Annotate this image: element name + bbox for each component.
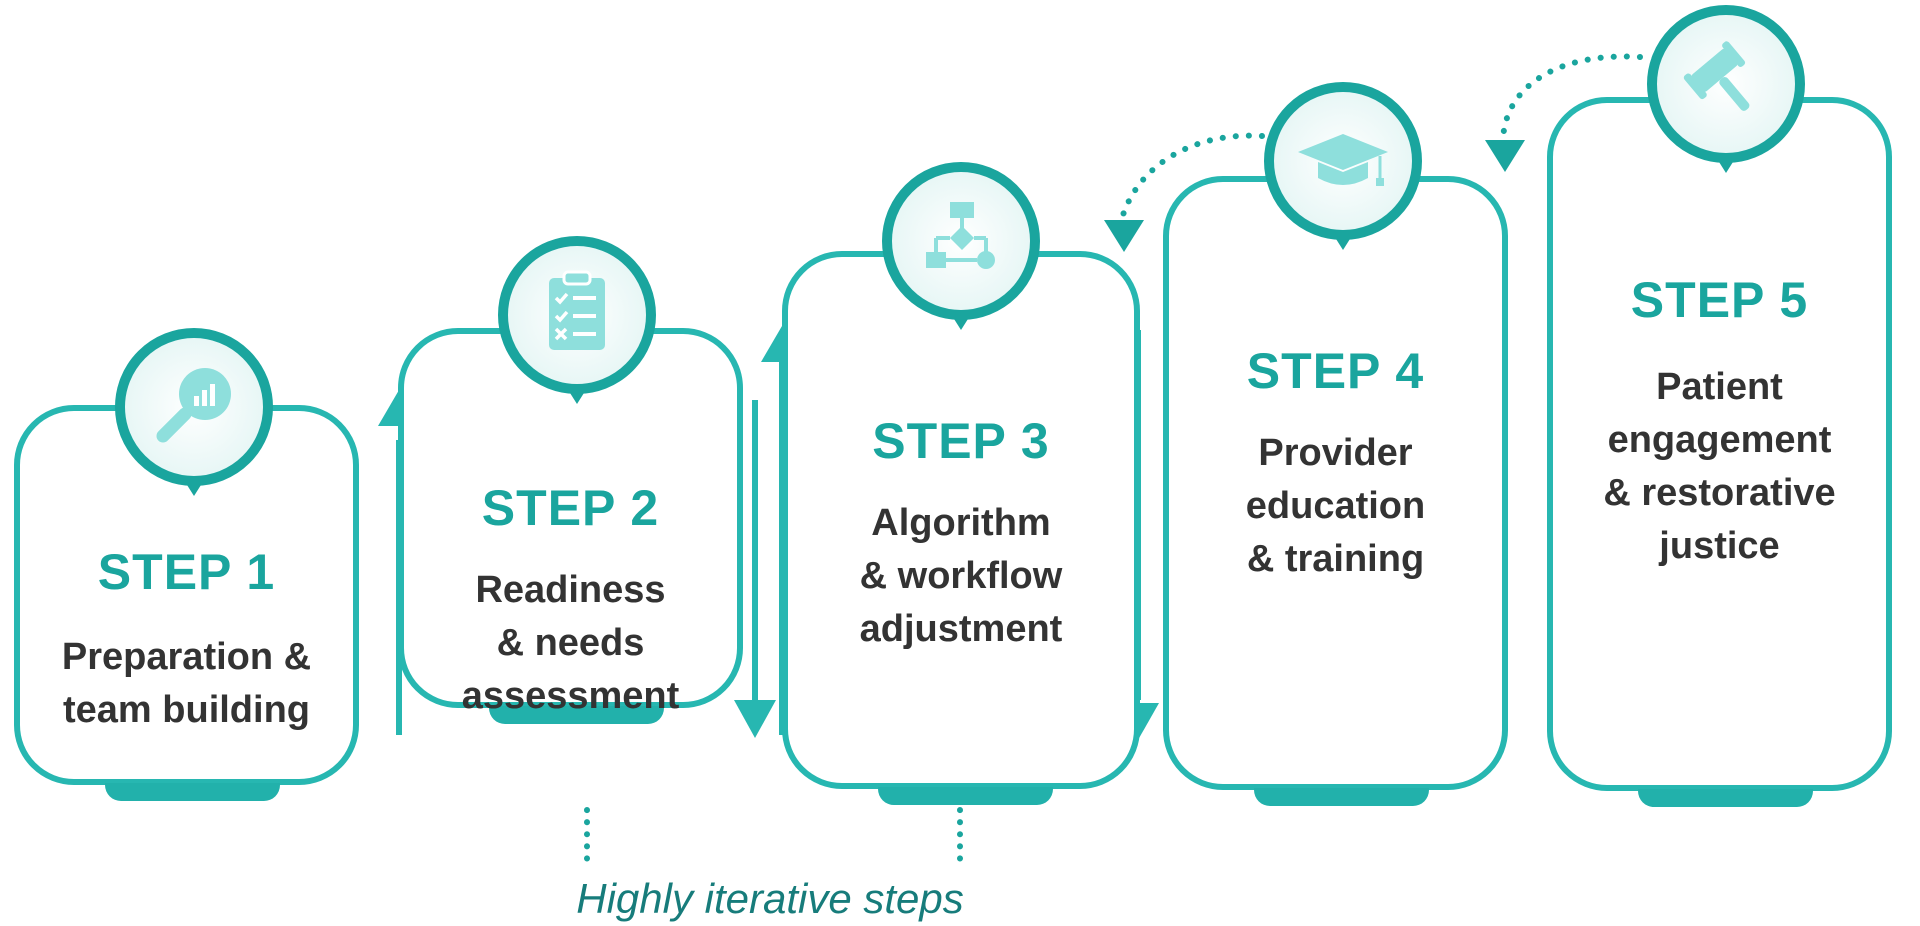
description-line: assessment <box>461 675 680 717</box>
step-title: STEP 5 <box>1630 272 1809 328</box>
step-title: STEP 1 <box>97 544 276 600</box>
step-badge-5 <box>1647 5 1805 173</box>
description-line: Patient <box>1656 366 1783 408</box>
description-line: Algorithm <box>871 502 1051 544</box>
graduation-cap-icon <box>1298 134 1388 186</box>
clipboard-checklist-icon <box>549 270 605 350</box>
card-base <box>1254 788 1429 806</box>
description-line: & workflow <box>859 555 1063 597</box>
step-card-3: STEP 3 Algorithm & workflow adjustment <box>782 251 1140 805</box>
step-badge-1 <box>115 328 273 496</box>
step-title: STEP 3 <box>872 413 1050 469</box>
description-line: education <box>1245 485 1426 527</box>
step-badge-3 <box>882 162 1040 330</box>
iteration-arrow-down-2 <box>734 400 776 738</box>
step-title: STEP 2 <box>481 480 660 536</box>
card-base <box>489 706 664 724</box>
description-line: & training <box>1246 538 1425 580</box>
step-description: Preparation & team building <box>40 631 333 737</box>
card-base <box>878 787 1053 805</box>
flowchart-icon <box>926 202 995 269</box>
step-card-5: STEP 5 Patient engagement & restorative … <box>1547 97 1892 807</box>
card-base <box>105 783 280 801</box>
dotted-arrow-5-to-4 <box>1485 53 1643 172</box>
dotted-arrow-4-to-3 <box>1104 132 1265 252</box>
step-badge-4 <box>1264 82 1422 250</box>
step-description: Readiness & needs assessment <box>424 564 717 723</box>
step-title: STEP 4 <box>1246 343 1425 399</box>
step-card-4: STEP 4 Provider education & training <box>1163 176 1508 806</box>
step-badge-2 <box>498 236 656 404</box>
description-line: Provider <box>1258 432 1413 474</box>
iterative-steps-caption: Highly iterative steps <box>576 875 964 922</box>
description-line: team building <box>63 689 310 731</box>
description-line: adjustment <box>859 608 1063 650</box>
gavel-icon <box>1683 41 1750 111</box>
description-line: engagement <box>1607 419 1832 461</box>
description-line: & restorative <box>1603 472 1836 514</box>
description-line: justice <box>1659 525 1780 567</box>
description-line: & needs <box>496 622 645 664</box>
description-line: Preparation & <box>61 636 312 678</box>
description-line: Readiness <box>475 569 666 611</box>
step-description: Provider education & training <box>1189 427 1482 586</box>
card-base <box>1638 789 1813 807</box>
step-description: Patient engagement & restorative justice <box>1573 361 1866 573</box>
magnifier-chart-icon <box>156 368 231 443</box>
step-description: Algorithm & workflow adjustment <box>808 497 1114 656</box>
step-card-2: STEP 2 Readiness & needs assessment <box>398 328 743 724</box>
